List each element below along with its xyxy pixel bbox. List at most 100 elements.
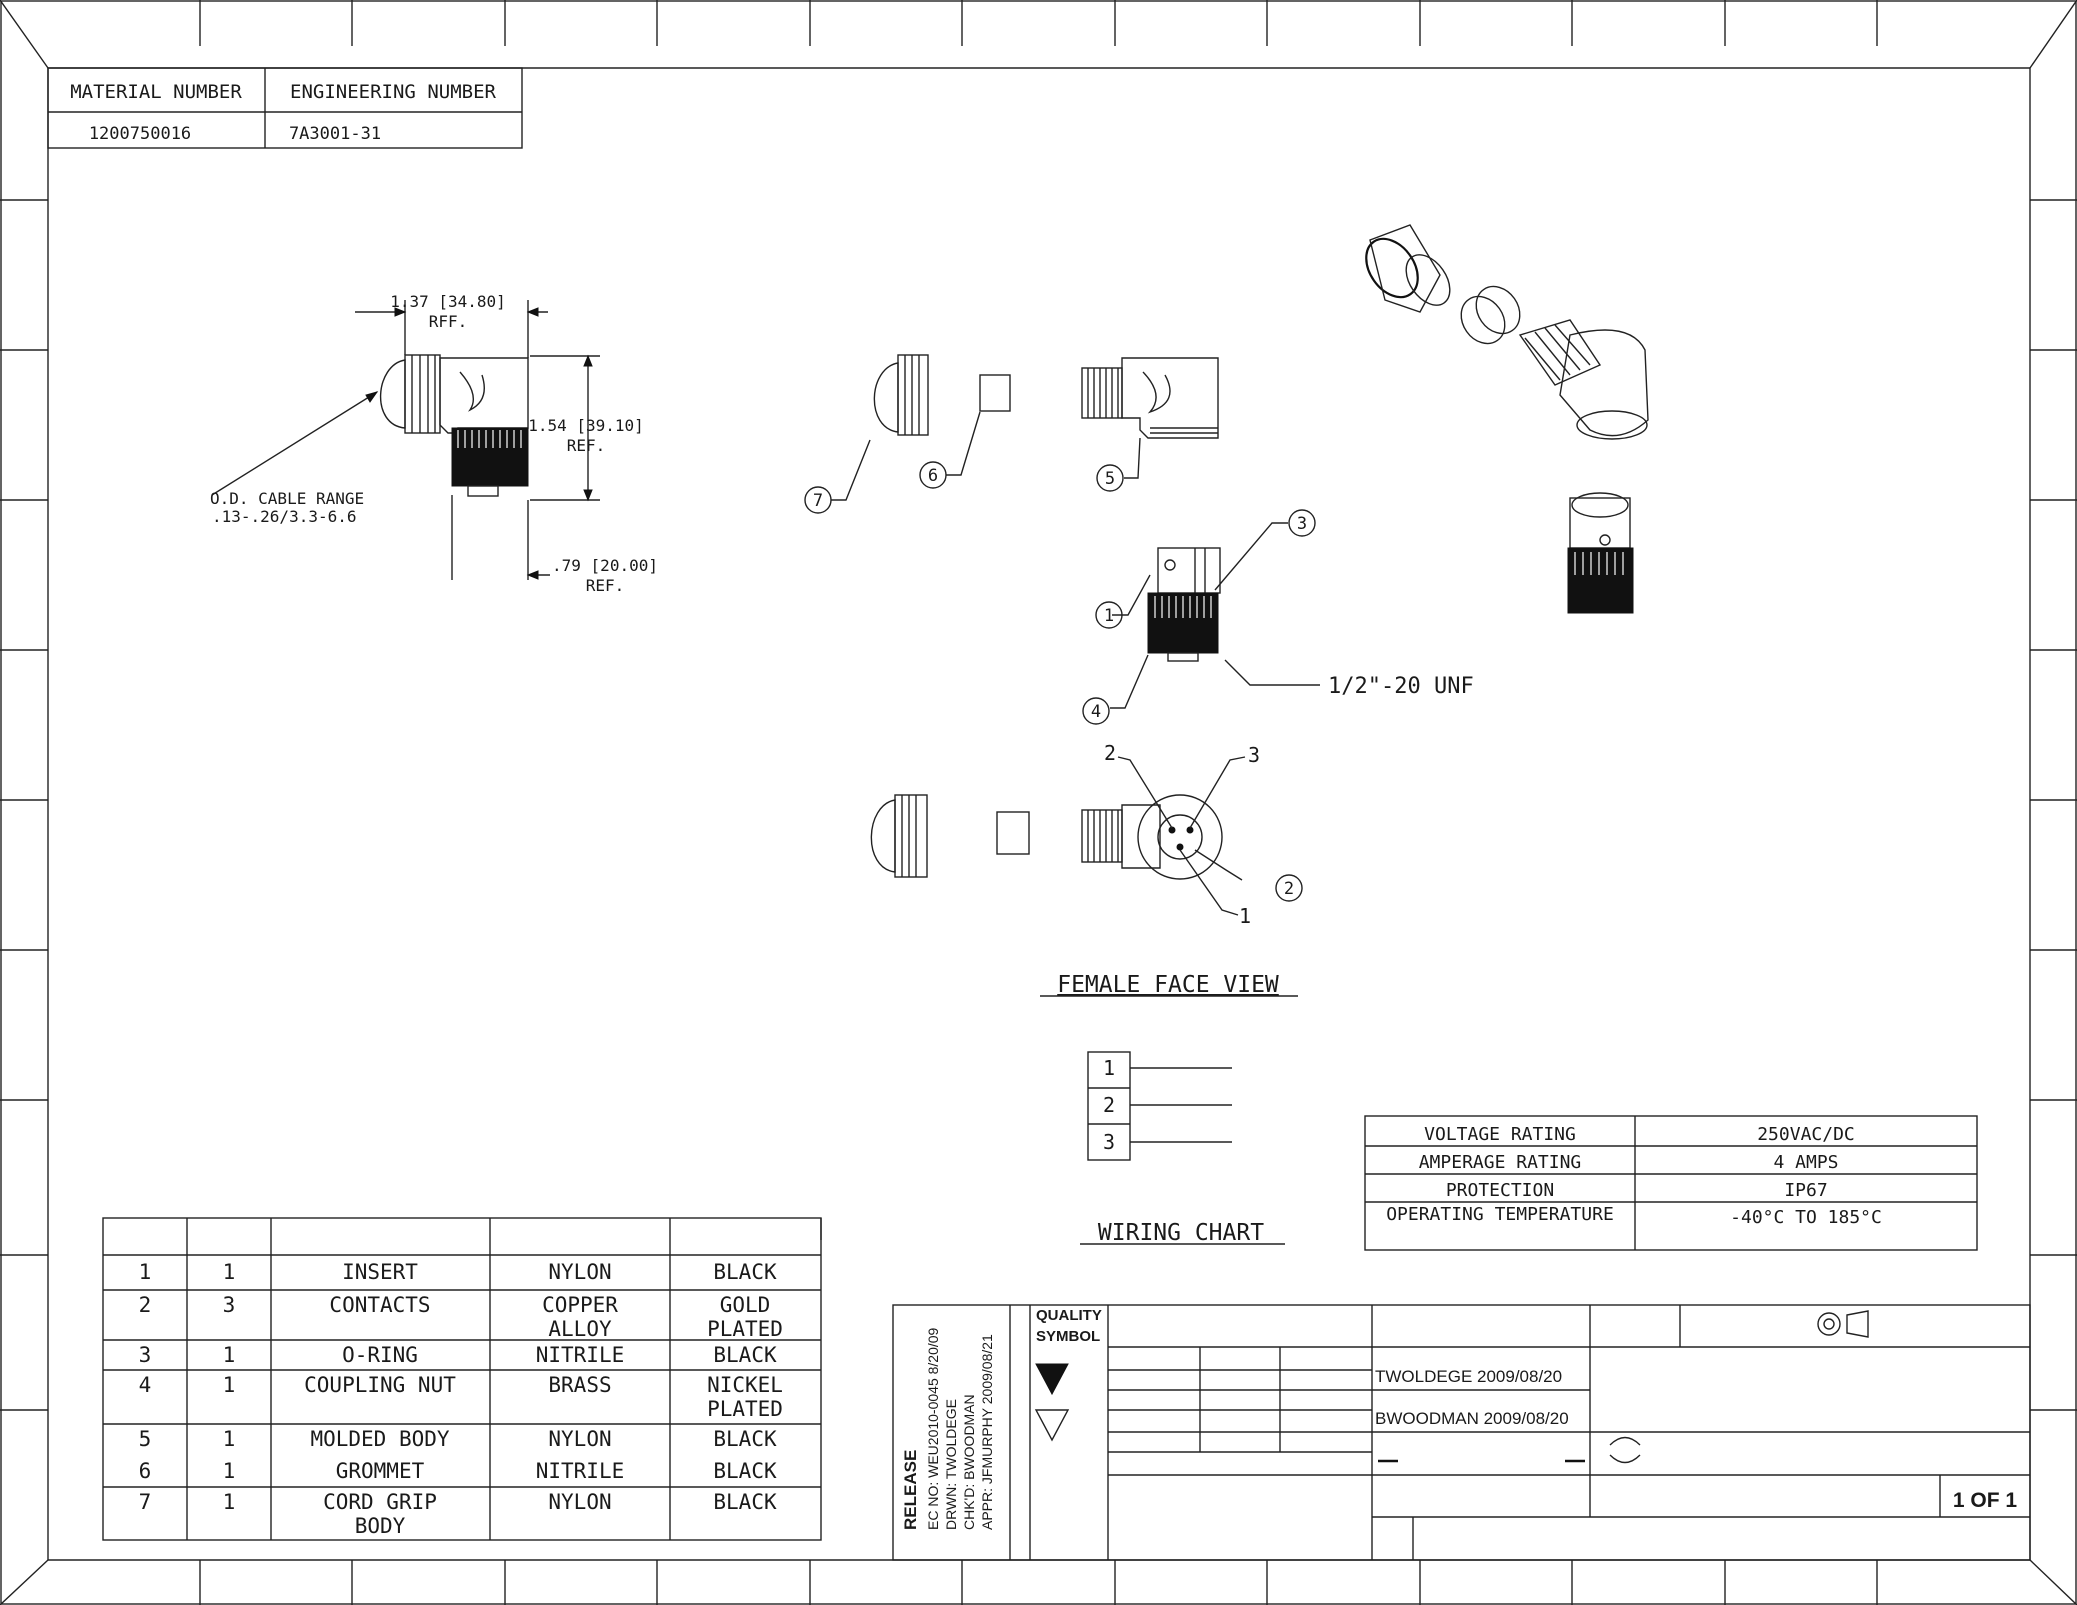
bom-cell-qty: 1 [223, 1459, 236, 1483]
dim-width-bottom: .79 [20.00] [552, 556, 658, 575]
exploded-view [831, 354, 1219, 501]
face-outer-ring [1137, 794, 1223, 880]
ratings-table: VOLTAGE RATING 250VAC/DC AMPERAGE RATING… [1364, 1115, 1978, 1251]
bom-cell-item: 7 [139, 1490, 152, 1514]
bom-cell-part: GROMMET [336, 1459, 425, 1483]
callout-balloons: 1 2 3 4 5 6 7 [804, 461, 1316, 902]
callout-5: 5 [1105, 469, 1115, 489]
bom-cell-qty: 1 [223, 1373, 236, 1397]
bom-cell-item: 1 [139, 1260, 152, 1284]
face-pin-2-label: 2 [1104, 741, 1116, 765]
operating-temperature-value: -40°C TO 185°C [1730, 1207, 1882, 1228]
insert-nut-view: 1/2"-20 UNF [1110, 522, 1474, 709]
bom-cell-item: 2 [139, 1293, 152, 1317]
engineering-number-header: ENGINEERING NUMBER [290, 81, 496, 103]
wiring-pin-1: 1 [1103, 1056, 1115, 1080]
material-number-table: MATERIAL NUMBER ENGINEERING NUMBER 12007… [47, 67, 523, 149]
female-face-view-title: FEMALE FACE VIEW [1057, 972, 1279, 998]
bom-cell-finish: BLACK [713, 1343, 777, 1367]
callout-1: 1 [1104, 606, 1114, 626]
voltage-rating-value: 250VAC/DC [1757, 1124, 1855, 1145]
part-6-grommet [979, 374, 1011, 412]
release-approved: APPR: JFMURPHY 2009/08/21 [979, 1334, 995, 1530]
bom-cell-material: NYLON [548, 1260, 611, 1284]
bom-cell-finish: BLACK [713, 1427, 777, 1451]
quality-symbol-label-box: QUALITY SYMBOL [1036, 1307, 1102, 1345]
protection-value: IP67 [1784, 1180, 1827, 1201]
bom-cell-qty: 1 [223, 1343, 236, 1367]
part-7-dome [873, 362, 899, 433]
wiring-chart: 1 2 3 WIRING CHART [1080, 1051, 1285, 1246]
amperage-rating-value: 4 AMPS [1773, 1152, 1838, 1173]
face-view: 2 3 1 FEMALE FACE VIEW [870, 741, 1298, 998]
bom-cell-part: INSERT [342, 1260, 418, 1284]
bom-cell-part: COUPLING NUT [304, 1373, 456, 1397]
sheet-number: 1 OF 1 [1953, 1489, 2018, 1512]
callout-2: 2 [1284, 879, 1294, 899]
dimensioned-side-view: 1.37 [34.80] RFF. 1.54 [39.10] REF. .79 … [210, 292, 658, 595]
cable-range-value: .13-.26/3.3-6.6 [212, 507, 357, 526]
bom-cell-item: 5 [139, 1427, 152, 1451]
bom-cell-material: NYLON [548, 1490, 611, 1514]
bom-cell-material: NITRILE [536, 1459, 625, 1483]
face-pin-1-label: 1 [1239, 904, 1251, 928]
engineering-number-value: 7A3001-31 [289, 124, 381, 144]
dim-width-top: 1.37 [34.80] [390, 292, 506, 311]
bom-cell-part: O-RING [342, 1343, 418, 1367]
bom-cell-part: CONTACTS [329, 1293, 430, 1317]
part-5-body [1121, 357, 1219, 439]
face-pin-3-label: 3 [1248, 743, 1260, 767]
operating-temperature-label: OPERATING TEMPERATURE [1386, 1204, 1614, 1225]
face-insert [1157, 814, 1203, 860]
release-title: RELEASE [901, 1450, 920, 1530]
insert-body [1157, 547, 1221, 594]
bom-cell-finish: BLACK [713, 1260, 777, 1284]
release-checked: CHK'D: BWOODMAN [961, 1394, 977, 1530]
molded-body [439, 357, 529, 434]
bom-cell-material: BRASS [548, 1373, 611, 1397]
wiring-pin-3: 3 [1103, 1130, 1115, 1154]
bom-cell-item: 4 [139, 1373, 152, 1397]
dim-height: 1.54 [39.10] [528, 416, 644, 435]
bom-cell-item: 6 [139, 1459, 152, 1483]
protection-label: PROTECTION [1446, 1180, 1554, 1201]
bill-of-materials [102, 1217, 822, 1541]
title-block: RELEASE EC NO: WEU2010-0045 8/20/09 DRWN… [892, 1304, 2031, 1561]
callout-7: 7 [813, 491, 823, 511]
bom-cell-qty: 3 [223, 1293, 236, 1317]
dim-width-top-ref: RFF. [429, 312, 468, 331]
drawn-by: TWOLDEGE 2009/08/20 [1375, 1367, 1562, 1386]
bom-cell-part: MOLDED BODY [310, 1427, 449, 1451]
quality-open-triangle-icon [1034, 1409, 1070, 1442]
bom-cell-material: NITRILE [536, 1343, 625, 1367]
iso-molded-body [1559, 329, 1649, 437]
bom-cell-finish: BLACK [713, 1459, 777, 1483]
wiring-pin-2: 2 [1103, 1093, 1115, 1117]
material-number-header: MATERIAL NUMBER [70, 81, 242, 103]
dim-height-ref: REF. [567, 436, 606, 455]
amperage-rating-label: AMPERAGE RATING [1419, 1152, 1582, 1173]
quality-filled-triangle-icon [1035, 1363, 1069, 1396]
voltage-rating-label: VOLTAGE RATING [1424, 1124, 1576, 1145]
callout-4: 4 [1091, 702, 1101, 722]
release-drawn: DRWN: TWOLDEGE [943, 1399, 959, 1530]
quality-symbol-label: QUALITY SYMBOL [1036, 1307, 1102, 1345]
bom-cell-qty: 1 [223, 1490, 236, 1514]
bom-cell-item: 3 [139, 1343, 152, 1367]
bom-cell-qty: 1 [223, 1260, 236, 1284]
cable-range-label: O.D. CABLE RANGE [210, 489, 364, 508]
checked-by: BWOODMAN 2009/08/20 [1375, 1409, 1569, 1428]
thread-label: 1/2"-20 UNF [1328, 674, 1474, 699]
coupling-nut [451, 427, 529, 487]
callout-3: 3 [1297, 514, 1307, 534]
bom-cell-qty: 1 [223, 1427, 236, 1451]
operating-temperature-label-box: OPERATING TEMPERATURE [1386, 1204, 1614, 1225]
release-ec-no: EC NO: WEU2010-0045 8/20/09 [925, 1327, 941, 1530]
wiring-chart-title: WIRING CHART [1098, 1220, 1264, 1246]
